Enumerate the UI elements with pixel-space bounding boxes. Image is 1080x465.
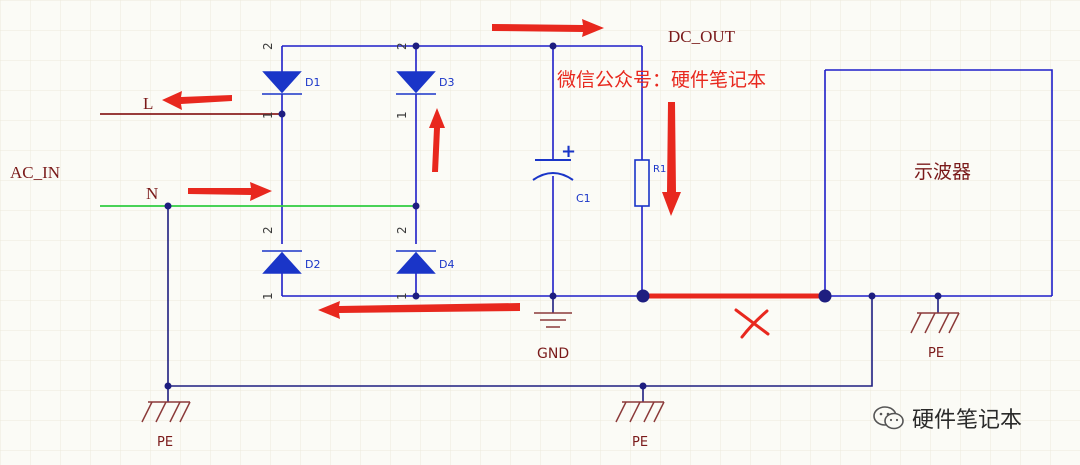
arrow-dc-out <box>492 19 604 37</box>
d2-pin-2: 2 <box>261 226 275 234</box>
junction-dot <box>278 110 286 118</box>
r1-label: R1 <box>653 164 666 175</box>
d3-label: D3 <box>439 76 454 89</box>
junction-dot <box>412 292 420 300</box>
wechat-icon <box>873 406 904 430</box>
d3-pin-1: 1 <box>395 111 409 119</box>
junction-dot <box>549 42 557 50</box>
arrow-r1-down <box>662 102 681 216</box>
watermark: 硬件笔记本 <box>872 402 1022 434</box>
resistor-r1 <box>634 159 650 207</box>
c1-label: C1 <box>576 192 591 205</box>
oscilloscope-label: 示波器 <box>914 161 971 183</box>
oscilloscope-box <box>824 69 1053 296</box>
junction-dot <box>412 42 420 50</box>
d2-pin-1: 1 <box>261 292 275 300</box>
diode-d4 <box>396 250 436 274</box>
watermark-text: 硬件笔记本 <box>912 408 1023 433</box>
c1-plus-label: + <box>561 141 576 162</box>
pe-label-right: PE <box>928 346 944 361</box>
capacitor-c1 <box>532 159 574 181</box>
ac-in-label: AC_IN <box>10 163 60 182</box>
arrow-line-out <box>162 91 232 110</box>
arrow-neutral-in <box>188 182 272 201</box>
d4-label: D4 <box>439 258 454 271</box>
pe-symbol-left <box>141 401 191 423</box>
pe-symbol-middle <box>615 401 665 423</box>
junction-dot <box>164 382 172 390</box>
junction-dot <box>412 202 420 210</box>
gnd-label: GND <box>537 346 569 362</box>
d4-pin-2: 2 <box>395 226 409 234</box>
junction-dot <box>549 292 557 300</box>
pe-symbol-right <box>910 312 960 334</box>
junction-dot <box>868 292 876 300</box>
arrow-d3-up <box>429 108 445 172</box>
junction-dot <box>639 382 647 390</box>
d4-pin-1: 1 <box>395 292 409 300</box>
d1-label: D1 <box>305 76 320 89</box>
junction-dots <box>164 42 942 390</box>
arrow-return <box>318 301 520 319</box>
short-junction-right <box>818 289 832 303</box>
d1-pin-1: 1 <box>261 111 275 119</box>
pe-bond-wire <box>167 206 873 387</box>
pe-label-middle: PE <box>632 435 648 450</box>
pe-label-left: PE <box>157 435 173 450</box>
blue-wires <box>167 45 1053 402</box>
short-junction-left <box>636 289 650 303</box>
junction-dot <box>934 292 942 300</box>
diode-d1 <box>262 71 302 95</box>
annotation-label: 微信公众号：硬件笔记本 <box>557 69 766 91</box>
d3-pin-2: 2 <box>395 42 409 50</box>
dc-out-label: DC_OUT <box>668 27 736 46</box>
gnd-symbol <box>534 312 572 328</box>
diode-d2 <box>262 250 302 274</box>
d1-pin-2: 2 <box>261 42 275 50</box>
current-arrows <box>162 19 681 319</box>
d2-label: D2 <box>305 258 320 271</box>
junction-dot <box>164 202 172 210</box>
line-label: L <box>143 94 153 113</box>
diode-d3 <box>396 71 436 95</box>
neutral-label: N <box>146 184 158 203</box>
cross-mark <box>734 308 770 339</box>
